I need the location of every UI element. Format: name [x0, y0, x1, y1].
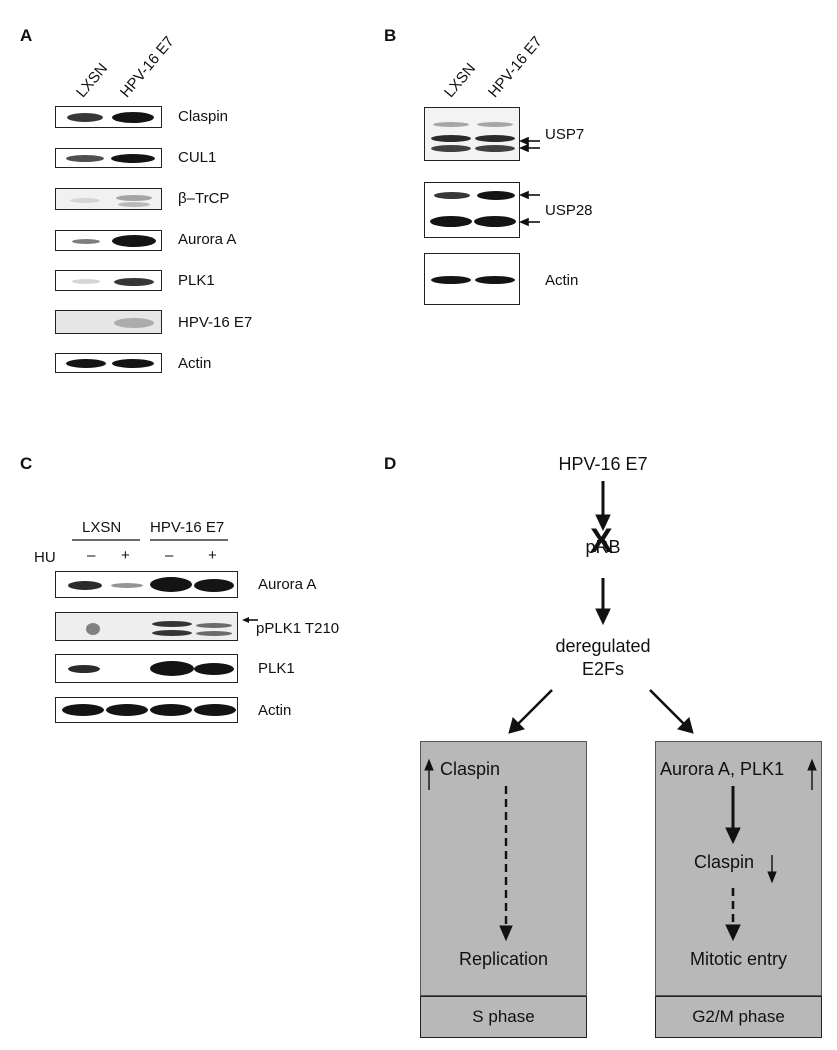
- hu-label: HU: [34, 549, 56, 566]
- blot-a-actin: [55, 353, 162, 373]
- blot-a-cul1: [55, 148, 162, 168]
- d-deregulated: deregulated: [555, 636, 651, 656]
- group-label-hpv16-e7: HPV-16 E7: [150, 519, 225, 536]
- blot-a-hpv16-e7: [55, 310, 162, 334]
- blot-b-actin: [424, 253, 520, 305]
- d-replication: Replication: [458, 949, 549, 969]
- blot-label-btrcp: β–TrCP: [178, 190, 230, 207]
- blot-c-label-aurora-a: Aurora A: [258, 576, 317, 593]
- d-e2fs: E2Fs: [581, 659, 624, 679]
- s-phase-label: S phase: [420, 996, 587, 1038]
- blot-label-usp7: USP7: [545, 126, 585, 143]
- d-mitotic-entry: Mitotic entry: [689, 949, 788, 969]
- panel-b-letter: B: [384, 26, 397, 45]
- blot-b-usp28: [424, 182, 520, 238]
- blot-label-usp28: USP28: [545, 202, 593, 219]
- blot-label-cul1: CUL1: [178, 149, 217, 166]
- blot-label-hpv16-e7: HPV-16 E7: [178, 314, 253, 331]
- blot-a-claspin: [55, 106, 162, 128]
- hu-sign-4: +: [208, 547, 217, 564]
- blot-label-plk1: PLK1: [178, 272, 215, 289]
- hu-sign-3: –: [165, 547, 174, 564]
- d-right-claspin: Claspin: [694, 852, 755, 872]
- g2m-phase-label: G2/M phase: [655, 996, 822, 1038]
- blot-label-actin-a: Actin: [178, 355, 212, 372]
- blot-c-plk1: [55, 654, 238, 683]
- panel-c-letter: C: [20, 454, 33, 473]
- panel-d-letter: D: [384, 454, 397, 473]
- g2m-phase-box: [655, 741, 822, 996]
- blot-c-actin: [55, 697, 238, 723]
- blot-label-actin-b: Actin: [545, 272, 579, 289]
- blot-a-plk1: [55, 270, 162, 291]
- d-hpv16-e7: HPV-16 E7: [558, 454, 648, 474]
- d-aurora-plk1: Aurora A, PLK1: [660, 759, 785, 779]
- panel-a-letter: A: [20, 26, 33, 45]
- s-phase-box: [420, 741, 587, 996]
- blot-b-usp7: [424, 107, 520, 161]
- hu-sign-2: +: [121, 547, 130, 564]
- blot-c-aurora-a: [55, 571, 238, 598]
- blot-label-aurora-a: Aurora A: [178, 231, 237, 248]
- d-left-claspin: Claspin: [440, 759, 501, 779]
- blot-c-label-actin: Actin: [258, 702, 292, 719]
- blot-a-aurora-a: [55, 230, 162, 251]
- blot-c-label-pplk1: pPLK1 T210: [256, 620, 340, 637]
- d-prb: pRB: [585, 537, 621, 557]
- group-label-lxsn: LXSN: [82, 519, 122, 536]
- blot-c-label-plk1: PLK1: [258, 660, 295, 677]
- blot-label-claspin: Claspin: [178, 108, 229, 125]
- hu-sign-1: –: [87, 547, 96, 564]
- blot-c-pplk1: [55, 612, 238, 641]
- blot-a-btrcp: [55, 188, 162, 210]
- d-prb-cross: X: [590, 522, 613, 560]
